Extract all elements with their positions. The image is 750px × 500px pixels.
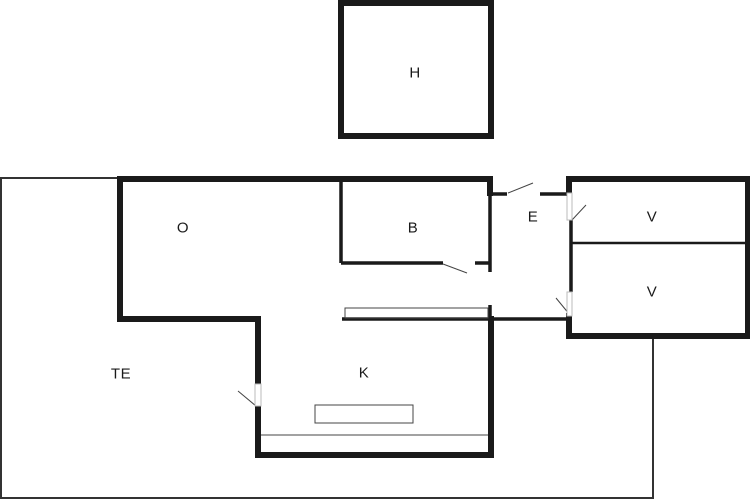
door-swing-b — [442, 263, 468, 274]
door-swing-entrance — [507, 182, 534, 194]
room-label-b: B — [407, 219, 419, 237]
inner-walls — [339, 179, 748, 321]
terrace-outline — [0, 177, 654, 499]
fixtures — [237, 182, 587, 436]
door-swing-v1 — [571, 204, 587, 221]
door-swing-terrace — [237, 390, 257, 407]
main-walls — [117, 176, 750, 458]
room-label-h: H — [409, 64, 421, 82]
kitchen-island — [314, 404, 414, 424]
room-label-o: O — [176, 219, 190, 237]
room-label-te: TE — [110, 365, 132, 383]
room-label-v-upper: V — [646, 208, 658, 226]
room-h-walls — [338, 0, 494, 139]
room-label-v-lower: V — [646, 283, 658, 301]
room-label-e: E — [527, 208, 539, 226]
counter-top — [344, 307, 489, 319]
room-label-k: K — [358, 364, 370, 382]
